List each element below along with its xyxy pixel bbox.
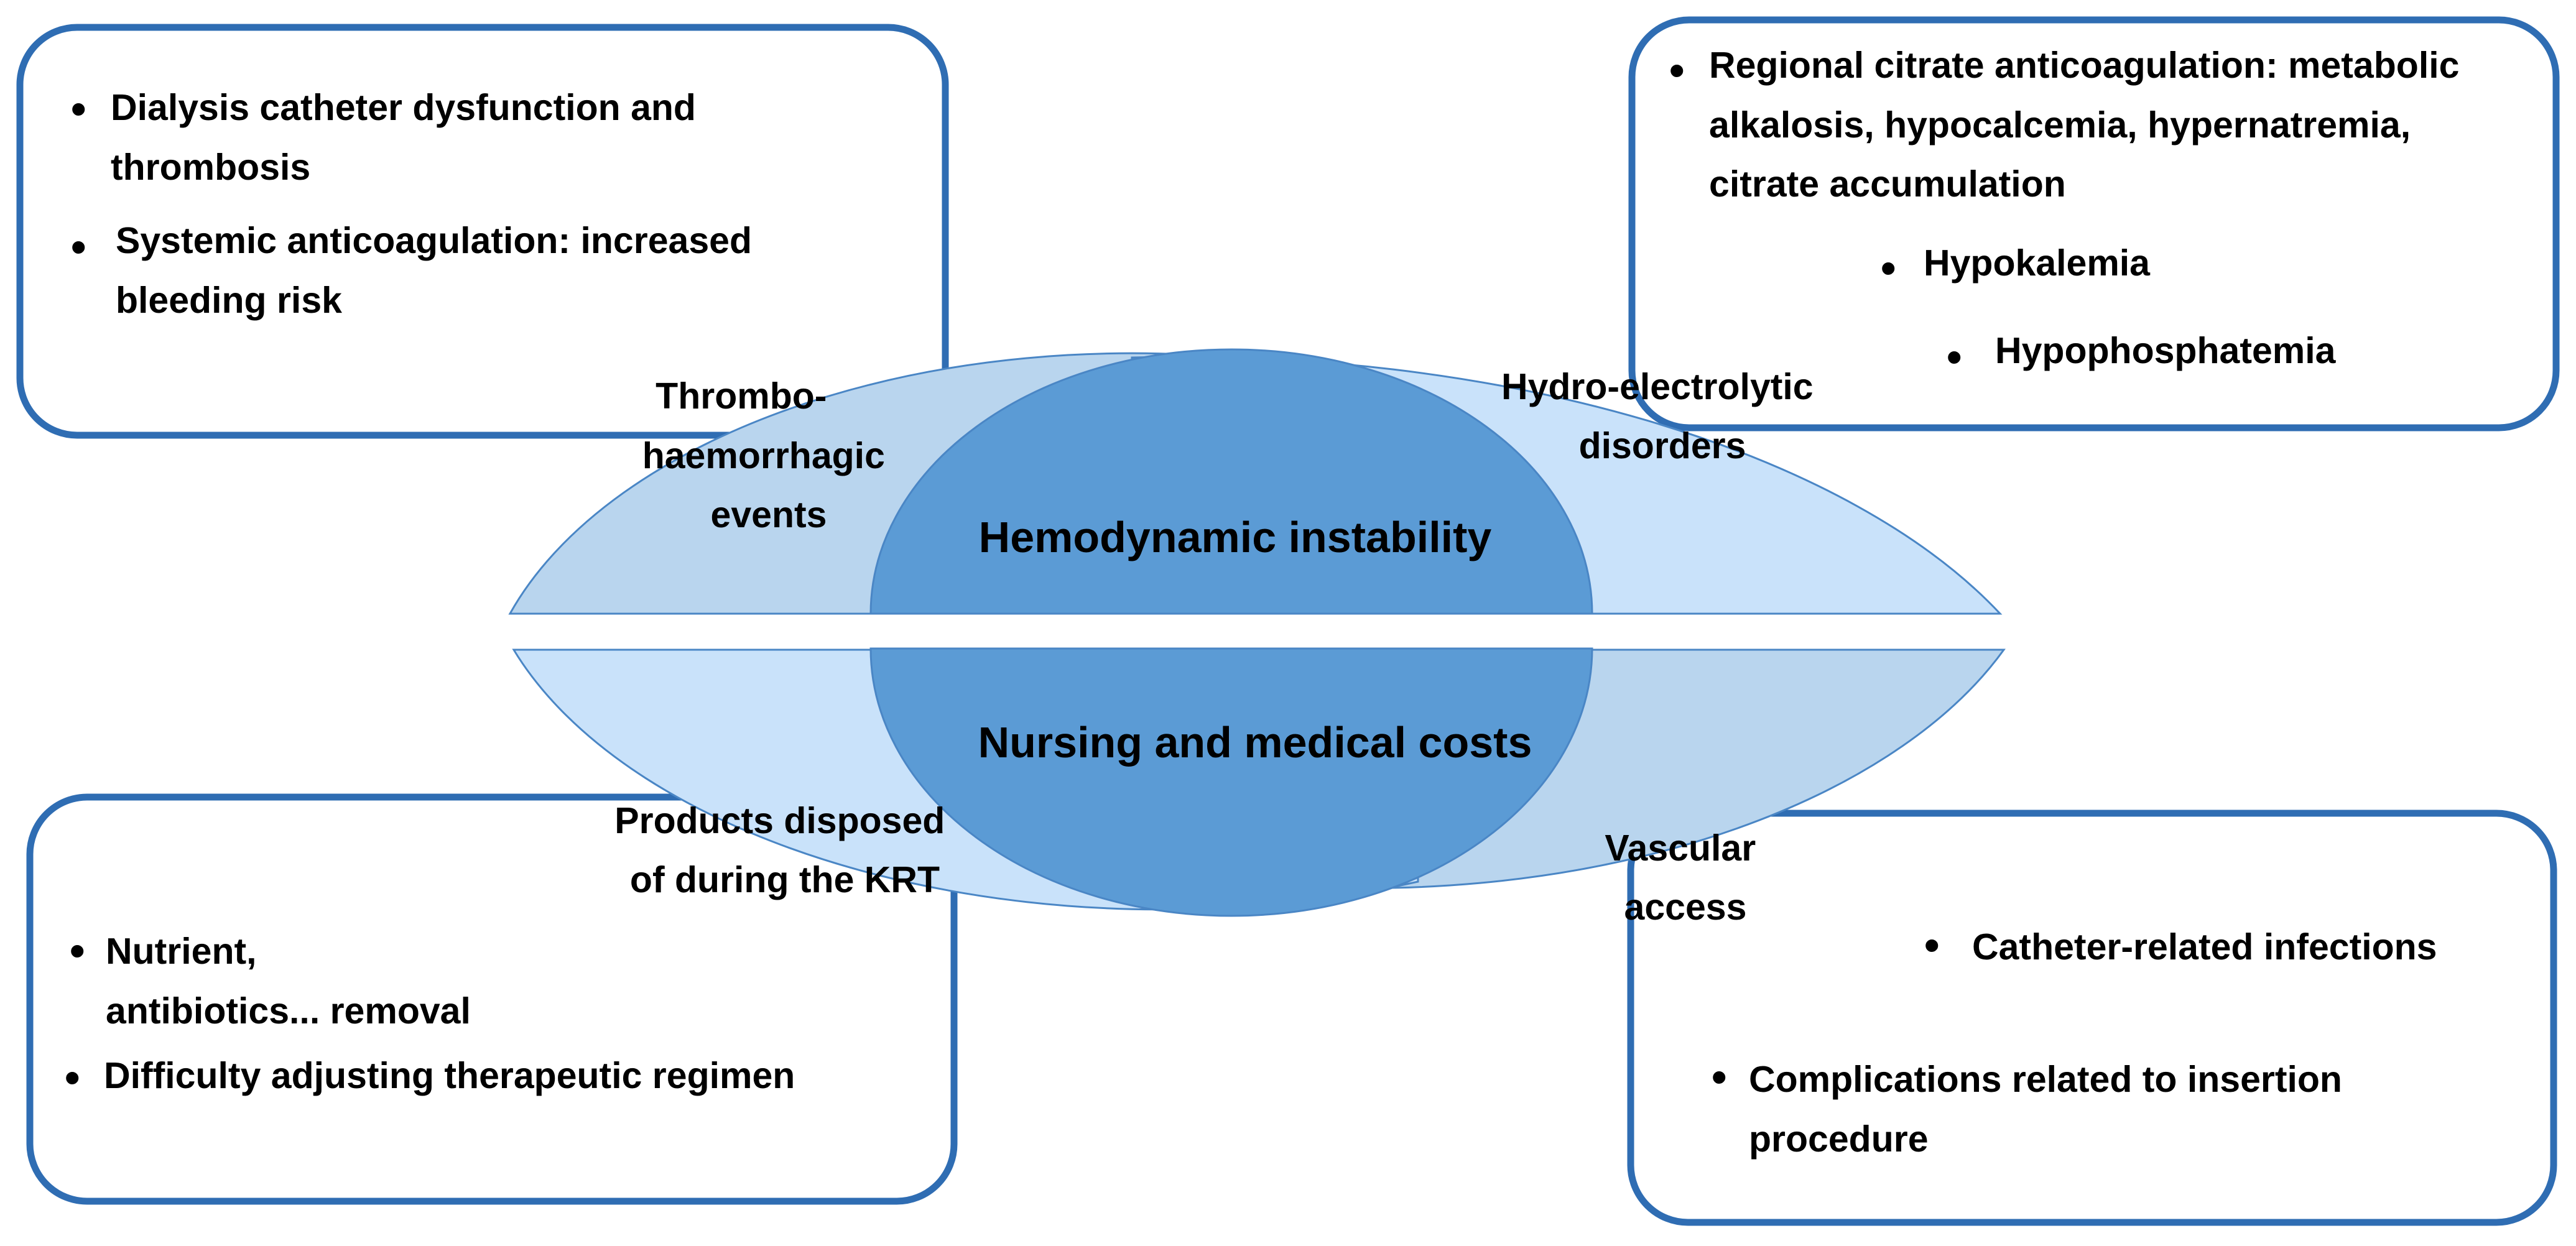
label-thrombo-haemorrhagic: Thrombo- haemorrhagic events bbox=[642, 376, 896, 535]
bullet-text-catheter-dysfunction: Dialysis catheter dysfunction and thromb… bbox=[111, 87, 706, 188]
box-bottom-right bbox=[1627, 810, 2557, 1226]
bullet-text-nutrient-removal: Nutrient, antibiotics... removal bbox=[106, 931, 471, 1031]
bullet-dot: • bbox=[1712, 1053, 1727, 1101]
bullet-text-catheter-infections: Catheter-related infections bbox=[1972, 926, 2437, 967]
label-hydro-electrolytic: Hydro-electrolytic disorders bbox=[1501, 366, 1823, 466]
box-top-left bbox=[16, 24, 949, 439]
region-hemodynamic-instability bbox=[869, 348, 1593, 615]
bullet-dot: • bbox=[1947, 333, 1962, 381]
bullet-dot: • bbox=[1924, 921, 1940, 969]
bullet-text-therapeutic-regimen: Difficulty adjusting therapeutic regimen bbox=[104, 1055, 795, 1096]
bullet-text-hypophosphatemia: Hypophosphatemia bbox=[1995, 330, 2337, 371]
box-top-right bbox=[1628, 16, 2560, 431]
bullet-dot: • bbox=[1669, 46, 1685, 95]
label-products-disposed: Products disposed of during the KRT bbox=[614, 800, 955, 900]
label-nursing-medical-costs: Nursing and medical costs bbox=[978, 718, 1532, 767]
bullet-dot: • bbox=[71, 85, 86, 133]
label-vascular-access: Vascular access bbox=[1605, 828, 1766, 928]
bullet-text-systemic-anticoagulation: Systemic anticoagulation: increased blee… bbox=[116, 220, 762, 321]
bullet-dot: • bbox=[71, 223, 86, 271]
box-bottom-left bbox=[26, 793, 958, 1205]
bullet-dot: • bbox=[70, 926, 85, 975]
bullet-text-citrate-anticoagulation: Regional citrate anticoagulation: metabo… bbox=[1709, 45, 2470, 205]
label-hemodynamic-instability: Hemodynamic instability bbox=[979, 513, 1492, 561]
bullet-dot: • bbox=[65, 1053, 80, 1102]
bullet-text-hypokalemia: Hypokalemia bbox=[1924, 242, 2151, 284]
bullet-text-insertion-complications: Complications related to insertion proce… bbox=[1749, 1059, 2352, 1160]
bullet-dot: • bbox=[1881, 244, 1896, 292]
region-nursing-medical-costs bbox=[869, 647, 1593, 917]
